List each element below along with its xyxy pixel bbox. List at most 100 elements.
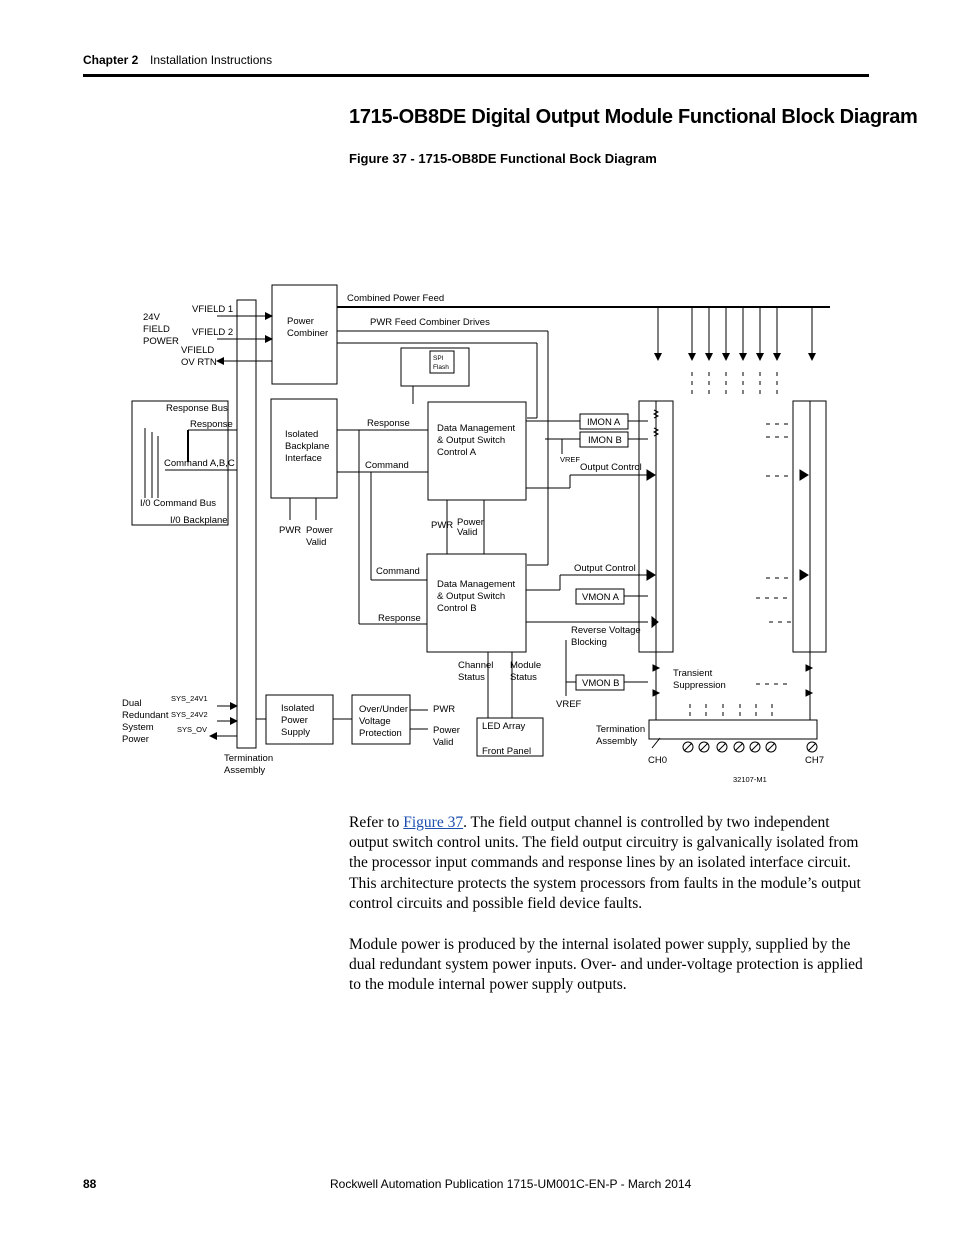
chapter-label: Chapter 2: [83, 53, 139, 67]
figure-37-link[interactable]: Figure 37: [403, 814, 464, 831]
section-label: Installation Instructions: [150, 53, 273, 67]
svg-text:VMON B: VMON B: [582, 678, 619, 689]
svg-text:Assembly: Assembly: [596, 736, 637, 747]
svg-text:Voltage: Voltage: [359, 716, 391, 727]
svg-text:Power: Power: [457, 517, 484, 528]
svg-text:Power: Power: [281, 715, 308, 726]
terminal-screws: [682, 741, 818, 753]
svg-text:I/0 Command Bus: I/0 Command Bus: [140, 498, 216, 509]
svg-text:Dual: Dual: [122, 698, 142, 709]
svg-text:Command A,B,C: Command A,B,C: [164, 458, 235, 469]
svg-text:FIELD: FIELD: [143, 324, 170, 335]
svg-text:Status: Status: [458, 672, 485, 683]
svg-text:SYS_OV: SYS_OV: [177, 725, 207, 734]
svg-text:Module: Module: [510, 660, 541, 671]
svg-text:I/0 Backplane: I/0 Backplane: [170, 515, 228, 526]
svg-text:32107-M1: 32107-M1: [733, 775, 767, 784]
svg-text:VMON A: VMON A: [582, 592, 620, 603]
svg-text:SPI: SPI: [433, 355, 444, 362]
svg-text:POWER: POWER: [143, 336, 179, 347]
svg-text:Channel: Channel: [458, 660, 493, 671]
svg-text:& Output Switch: & Output Switch: [437, 435, 505, 446]
svg-text:Interface: Interface: [285, 453, 322, 464]
svg-text:Termination: Termination: [596, 724, 645, 735]
svg-text:Status: Status: [510, 672, 537, 683]
svg-text:VREF: VREF: [556, 699, 582, 710]
svg-text:Data Management: Data Management: [437, 579, 516, 590]
backplane-bus: [236, 299, 257, 749]
svg-text:Front Panel: Front Panel: [482, 746, 531, 757]
svg-text:Output Control: Output Control: [580, 462, 642, 473]
paragraph-1: Refer to Figure 37. The field output cha…: [349, 814, 861, 912]
svg-text:Termination: Termination: [224, 753, 273, 764]
svg-text:Command: Command: [365, 460, 409, 471]
svg-text:Flash: Flash: [433, 364, 449, 371]
svg-text:Transient: Transient: [673, 668, 713, 679]
spi-flash-block: [400, 347, 470, 387]
isolated-backplane-interface-block: [270, 398, 338, 499]
svg-text:IMON A: IMON A: [587, 417, 621, 428]
power-combiner-block: [271, 284, 338, 385]
functional-block-diagram: 24V FIELD POWER VFIELD 1 VFIELD 2 VFIELD…: [122, 284, 830, 784]
svg-text:Data Management: Data Management: [437, 423, 516, 434]
svg-text:PWR Feed Combiner Drives: PWR Feed Combiner Drives: [370, 317, 490, 328]
svg-text:Blocking: Blocking: [571, 637, 607, 648]
svg-text:Response: Response: [190, 419, 233, 430]
svg-text:& Output Switch: & Output Switch: [437, 591, 505, 602]
svg-text:Supply: Supply: [281, 727, 310, 738]
svg-text:Assembly: Assembly: [224, 765, 265, 776]
svg-text:24V: 24V: [143, 312, 161, 323]
svg-text:PWR: PWR: [433, 704, 455, 715]
svg-text:Response: Response: [378, 613, 421, 624]
svg-text:Combined Power Feed: Combined Power Feed: [347, 293, 444, 304]
svg-text:Isolated: Isolated: [285, 429, 318, 440]
publication-footer: Rockwell Automation Publication 1715-UM0…: [330, 1177, 692, 1191]
svg-text:VREF: VREF: [560, 455, 580, 464]
svg-text:Response Bus: Response Bus: [166, 403, 228, 414]
paragraph-2: Module power is produced by the internal…: [349, 936, 863, 994]
svg-text:CH0: CH0: [648, 755, 667, 766]
svg-text:Isolated: Isolated: [281, 703, 314, 714]
svg-text:Redundant: Redundant: [122, 710, 169, 721]
svg-text:System: System: [122, 722, 154, 733]
svg-text:Control B: Control B: [437, 603, 477, 614]
svg-text:Command: Command: [376, 566, 420, 577]
svg-text:Response: Response: [367, 418, 410, 429]
svg-text:Valid: Valid: [306, 537, 326, 548]
termination-assembly-strip: [648, 719, 818, 740]
svg-text:Suppression: Suppression: [673, 680, 726, 691]
header-divider: [83, 74, 869, 77]
svg-text:VFIELD 2: VFIELD 2: [192, 327, 233, 338]
page-number: 88: [83, 1177, 97, 1191]
svg-text:Over/Under: Over/Under: [359, 704, 408, 715]
svg-text:SYS_24V1: SYS_24V1: [171, 694, 208, 703]
svg-text:Valid: Valid: [433, 737, 453, 748]
svg-text:PWR: PWR: [431, 520, 453, 531]
data-management-b-block: [426, 553, 527, 653]
svg-text:VFIELD 1: VFIELD 1: [192, 304, 233, 315]
svg-text:IMON B: IMON B: [588, 435, 622, 446]
svg-text:PWR: PWR: [279, 525, 301, 536]
svg-text:SYS_24V2: SYS_24V2: [171, 710, 208, 719]
io-backplane-block: [131, 400, 229, 526]
page-title: 1715-OB8DE Digital Output Module Functio…: [349, 106, 918, 128]
svg-text:Power: Power: [306, 525, 333, 536]
svg-text:Power: Power: [287, 316, 314, 327]
svg-text:VFIELD: VFIELD: [181, 345, 214, 356]
svg-text:CH7: CH7: [805, 755, 824, 766]
diagram-labels: 24V FIELD POWER VFIELD 1 VFIELD 2 VFIELD…: [122, 293, 824, 784]
svg-text:Control A: Control A: [437, 447, 477, 458]
svg-text:Combiner: Combiner: [287, 328, 328, 339]
svg-text:LED Array: LED Array: [482, 721, 526, 732]
svg-text:Protection: Protection: [359, 728, 402, 739]
svg-text:OV RTN: OV RTN: [181, 357, 217, 368]
svg-text:Valid: Valid: [457, 527, 477, 538]
led-array-block: [476, 717, 544, 757]
svg-text:Power: Power: [122, 734, 149, 745]
data-management-a-block: [427, 401, 527, 501]
svg-text:Backplane: Backplane: [285, 441, 329, 452]
svg-text:Reverse Voltage: Reverse Voltage: [571, 625, 641, 636]
svg-text:Power: Power: [433, 725, 460, 736]
svg-text:Output Control: Output Control: [574, 563, 636, 574]
figure-caption: Figure 37 - 1715-OB8DE Functional Bock D…: [349, 151, 657, 166]
